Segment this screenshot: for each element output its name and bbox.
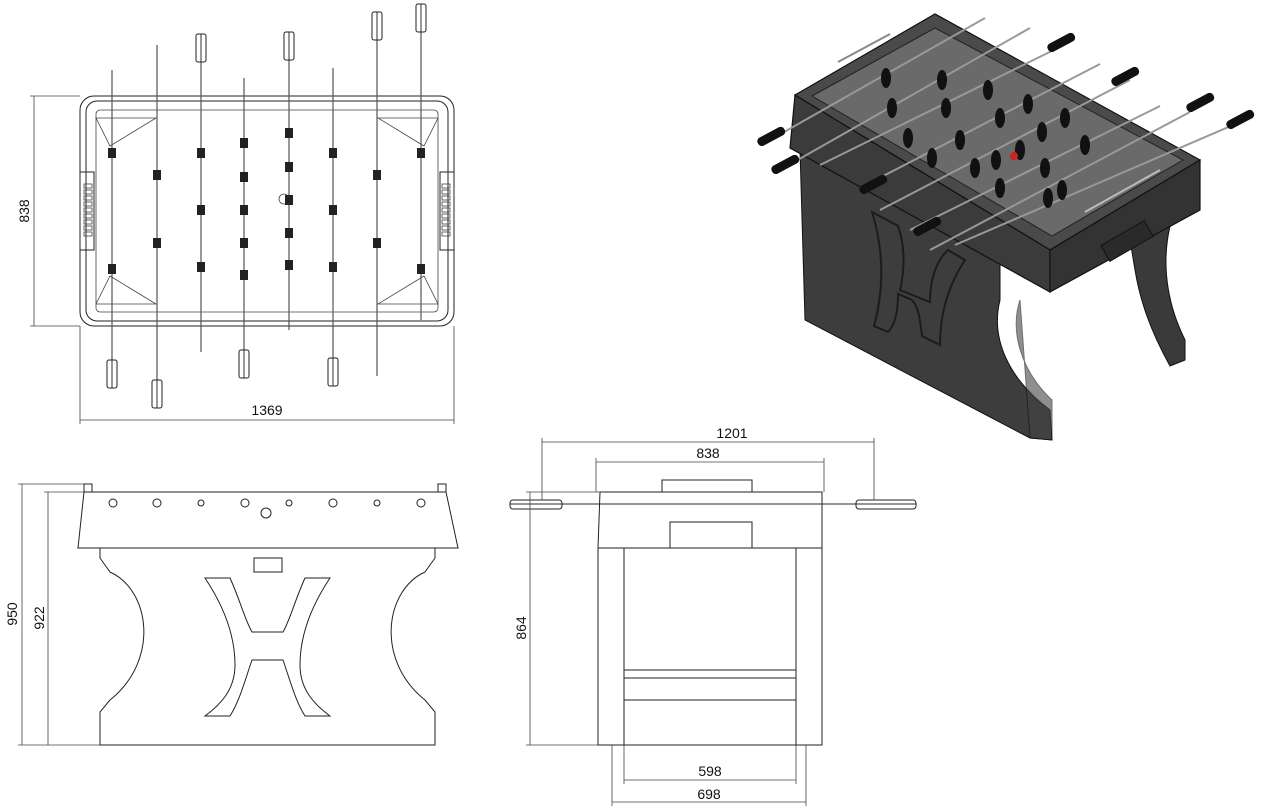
dim-label-698: 698 [697,786,721,802]
top-view-rods [111,4,422,408]
dim-label-838-side: 838 [696,445,720,461]
score-counter-right [441,183,451,237]
iso-cabinet-side-right [1049,158,1201,294]
side-cabinet [597,491,823,549]
iso-leg-back [1129,225,1186,367]
dimension-front-heights: 950 922 [4,483,100,746]
front-cabinet [77,491,459,549]
dim-label-598: 598 [698,763,722,779]
dimension-top-length: 1369 [79,326,455,424]
dim-label-950: 950 [4,602,20,626]
dim-label-838-top: 838 [16,199,32,223]
top-view-handles [106,3,427,409]
dim-label-922: 922 [31,606,47,630]
dimension-top-width: 838 [16,95,80,327]
iso-handles [757,32,1255,237]
iso-score-abacus [837,33,1161,213]
iso-ball [1010,152,1018,160]
isometric-view [757,13,1255,441]
side-handle-right [855,499,917,510]
iso-playfield [810,27,1185,237]
iso-h-emboss [870,209,967,347]
dim-label-1201: 1201 [716,425,747,441]
score-counter-left [83,183,93,237]
iso-players [881,68,1090,208]
iso-ball-slot [1100,220,1154,262]
front-rod-holes [108,498,426,519]
side-handle-left [509,499,563,510]
dim-label-864: 864 [513,616,529,640]
front-h-emboss [203,577,332,717]
side-legs [597,547,823,746]
top-view: 838 1369 [16,3,455,424]
dim-label-1369: 1369 [251,402,282,418]
front-leg-panel [99,548,436,746]
side-view: 1201 838 864 598 698 [509,425,917,806]
dimension-side: 1201 838 864 598 698 [513,425,875,806]
front-view: 950 922 [4,483,459,746]
top-view-players [108,128,425,280]
